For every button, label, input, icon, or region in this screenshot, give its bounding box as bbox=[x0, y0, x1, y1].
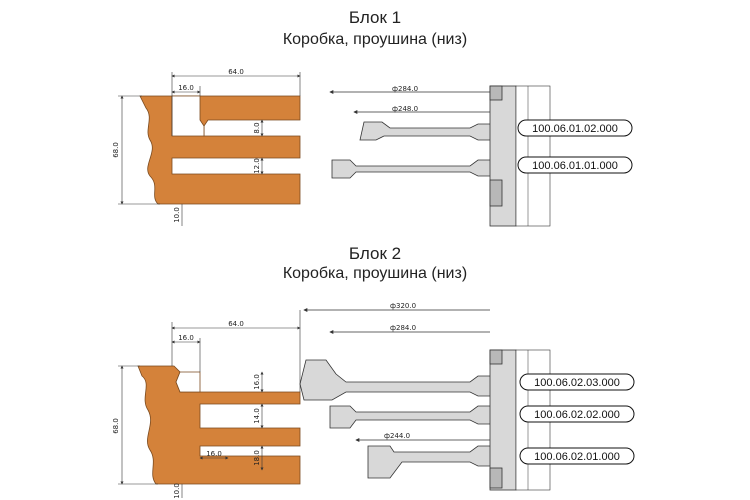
block-2-dim-step: 16.0 bbox=[206, 450, 222, 458]
block-2-dim-slot-b: 14.0 bbox=[253, 408, 261, 424]
block-2-wood-profile bbox=[137, 365, 301, 485]
block-2-title: Блок 2 bbox=[348, 244, 402, 263]
block-1-code-label: 100.06.01.02.000 bbox=[517, 119, 633, 137]
block-2-dia-inner: ф244.0 bbox=[384, 432, 410, 440]
block-1-dim-shoulder: 16.0 bbox=[178, 84, 194, 92]
block-2-cutter-middle bbox=[329, 405, 493, 429]
block-1-dim-slot-a: 8.0 bbox=[253, 122, 261, 133]
block-2-code-label: 100.06.02.02.000 bbox=[519, 405, 635, 423]
block-1-title: Блок 1 bbox=[348, 8, 402, 27]
block-1-code-label: 100.06.01.01.000 bbox=[517, 156, 633, 174]
block-2-dim-width: 64.0 bbox=[228, 320, 244, 328]
block-1-cutter-upper bbox=[359, 121, 493, 141]
block-2-dia-mid: ф284.0 bbox=[390, 324, 416, 332]
block-1-code-1: 100.06.01.02.000 bbox=[532, 123, 618, 135]
block-2-cutter-bottom bbox=[367, 445, 493, 479]
block-1-dim-slot-b: 12.0 bbox=[253, 158, 261, 174]
block-2-dim-slot-a: 16.0 bbox=[253, 374, 261, 390]
block-2-code-label: 100.06.02.03.000 bbox=[519, 373, 635, 391]
block-2-diagram: 64.0 16.0 68.0 16.0 14.0 18.0 16.0 10.0 … bbox=[112, 302, 635, 499]
block-1-shoulder-cut bbox=[171, 95, 205, 137]
block-1-dia-inner: ф248.0 bbox=[392, 105, 418, 113]
block-2-dim-slot-c: 18.0 bbox=[253, 450, 261, 466]
block-1-dim-width: 64.0 bbox=[228, 68, 244, 76]
block-1-code-2: 100.06.01.01.000 bbox=[532, 160, 618, 172]
block-2-dim-bottom: 10.0 bbox=[173, 483, 181, 499]
block-1-cutter-lower bbox=[331, 159, 493, 179]
block-2-dim-shoulder: 16.0 bbox=[178, 334, 194, 342]
block-2-dim-height: 68.0 bbox=[112, 418, 120, 434]
block-1-diagram: 64.0 16.0 68.0 8.0 12.0 10.0 ф284.0 ф248… bbox=[112, 68, 633, 227]
block-2-dia-outer: ф320.0 bbox=[390, 302, 416, 310]
block-2-code-3: 100.06.02.01.000 bbox=[534, 451, 620, 463]
block-2-code-2: 100.06.02.02.000 bbox=[534, 409, 620, 421]
block-2-cutter-top bbox=[299, 359, 493, 401]
block-1-dim-bottom: 10.0 bbox=[173, 207, 181, 223]
block-1-subtitle: Коробка, проушина (низ) bbox=[282, 31, 468, 48]
block-1-dia-outer: ф284.0 bbox=[392, 85, 418, 93]
block-1-wood-profile bbox=[139, 95, 301, 205]
block-2-code-1: 100.06.02.03.000 bbox=[534, 377, 620, 389]
block-1-dim-height: 68.0 bbox=[112, 142, 120, 158]
block-2-shoulder-cut bbox=[175, 371, 201, 393]
block-2-subtitle: Коробка, проушина (низ) bbox=[282, 265, 468, 282]
block-2-code-label: 100.06.02.01.000 bbox=[519, 447, 635, 465]
